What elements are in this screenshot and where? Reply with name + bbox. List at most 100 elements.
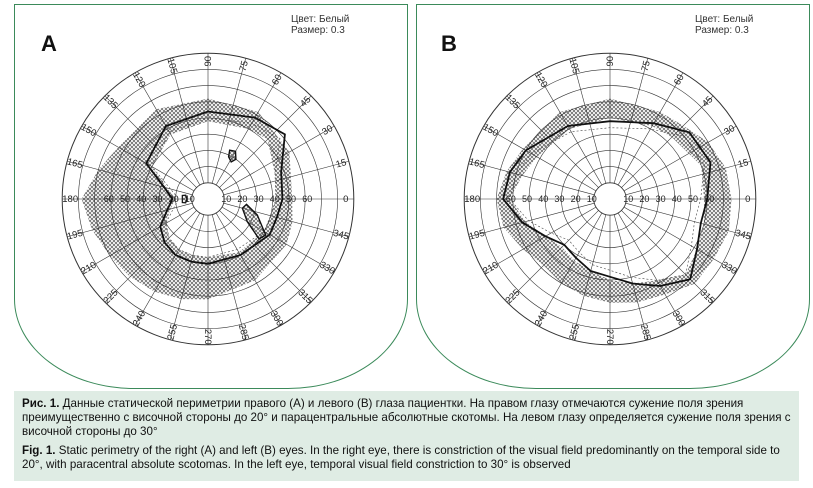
figure-caption: Рис. 1. Данные статической периметрии пр… <box>14 391 799 481</box>
angle-label-0: 0 <box>343 194 348 205</box>
angle-label-105: 105 <box>566 57 581 75</box>
caption-en-label: Fig. 1. <box>22 444 56 457</box>
spoke-60 <box>215 72 282 186</box>
isopter-line <box>502 120 712 287</box>
legend-color: Цвет: Белый <box>695 14 754 25</box>
angle-label-285: 285 <box>236 323 251 341</box>
angle-label-75: 75 <box>639 60 652 73</box>
ring-label-left: 60 <box>104 194 114 204</box>
ring-label-left: 60 <box>506 194 516 204</box>
angle-label-195: 195 <box>468 228 486 243</box>
angle-label-285: 285 <box>638 323 653 341</box>
angle-label-135: 135 <box>503 92 522 111</box>
spoke-195 <box>469 202 595 238</box>
spoke-30 <box>623 125 737 192</box>
spoke-15 <box>625 160 751 196</box>
ring-label-left: 20 <box>169 194 179 204</box>
caption-ru-label: Рис. 1. <box>22 397 60 410</box>
angle-label-330: 330 <box>317 260 336 277</box>
ring-label-left: 40 <box>538 194 548 204</box>
angle-label-195: 195 <box>66 228 84 243</box>
ring-label-left: 20 <box>571 194 581 204</box>
panel-letter: A <box>41 31 57 56</box>
center-disk <box>593 182 627 216</box>
angle-label-120: 120 <box>532 70 549 89</box>
ring-label-right: 20 <box>639 194 649 204</box>
angle-label-300: 300 <box>268 309 285 328</box>
angle-label-120: 120 <box>130 70 147 89</box>
spoke-210 <box>81 206 195 273</box>
ring-label-left: 50 <box>120 194 130 204</box>
spoke-45 <box>219 95 312 188</box>
spoke-30 <box>221 125 335 192</box>
ring-label-right: 60 <box>302 194 312 204</box>
spoke-45 <box>621 95 714 188</box>
spoke-225 <box>104 210 197 303</box>
reference-isopter-line <box>151 117 281 258</box>
angle-label-225: 225 <box>101 287 120 306</box>
ring-label-right: 50 <box>286 194 296 204</box>
ring-label-left: 50 <box>522 194 532 204</box>
spoke-165 <box>469 160 595 196</box>
isopter-line <box>145 110 286 265</box>
spoke-150 <box>81 125 195 192</box>
angle-label-30: 30 <box>722 123 737 138</box>
angle-label-210: 210 <box>79 260 98 277</box>
spoke-150 <box>483 125 597 192</box>
angle-label-330: 330 <box>719 260 738 277</box>
ring-label-right: 40 <box>270 194 280 204</box>
spoke-300 <box>215 212 282 326</box>
ring-label-left: 40 <box>136 194 146 204</box>
spoke-75 <box>613 58 649 184</box>
spoke-345 <box>625 202 751 238</box>
spoke-225 <box>506 210 599 303</box>
angle-label-345: 345 <box>332 228 350 243</box>
spoke-255 <box>571 214 607 340</box>
angle-label-90: 90 <box>203 56 214 67</box>
angle-label-240: 240 <box>533 309 550 328</box>
angle-label-150: 150 <box>79 122 98 139</box>
legend-size: Размер: 0.3 <box>291 25 345 36</box>
spoke-120 <box>536 72 603 186</box>
center-disk <box>191 182 225 216</box>
angle-label-270: 270 <box>202 329 213 345</box>
angle-label-15: 15 <box>737 157 750 170</box>
angle-label-15: 15 <box>335 157 348 170</box>
angle-label-135: 135 <box>101 92 120 111</box>
spoke-300 <box>617 212 684 326</box>
legend: Цвет: Белый Размер: 0.3 <box>291 14 349 36</box>
angle-label-180: 180 <box>464 194 480 205</box>
caption-en-text: Static perimetry of the right (A) and le… <box>22 444 780 471</box>
angle-label-90: 90 <box>605 56 616 67</box>
legend: Цвет: Белый Размер: 0.3 <box>695 14 753 36</box>
ring-label-right: 10 <box>623 194 633 204</box>
spoke-165 <box>67 160 193 196</box>
spoke-210 <box>483 206 597 273</box>
angle-label-0: 0 <box>745 194 750 205</box>
spoke-330 <box>221 206 335 273</box>
angle-label-255: 255 <box>165 323 180 341</box>
angle-label-300: 300 <box>670 309 687 328</box>
spoke-120 <box>134 72 201 186</box>
spoke-255 <box>169 214 205 340</box>
ring-label-right: 30 <box>656 194 666 204</box>
spoke-105 <box>571 58 607 184</box>
angle-label-165: 165 <box>66 156 84 171</box>
spoke-75 <box>211 58 247 184</box>
spoke-240 <box>536 212 603 326</box>
angle-label-165: 165 <box>468 156 486 171</box>
ring-label-right: 40 <box>672 194 682 204</box>
legend-size: Размер: 0.3 <box>695 25 749 36</box>
angle-label-30: 30 <box>320 123 335 138</box>
spoke-105 <box>169 58 205 184</box>
ring-label-right: 60 <box>704 194 714 204</box>
ring-label-left: 10 <box>185 194 195 204</box>
scotoma-3 <box>181 194 188 204</box>
spoke-285 <box>211 214 247 340</box>
ring-label-right: 10 <box>221 194 231 204</box>
spoke-135 <box>104 95 197 188</box>
spoke-330 <box>623 206 737 273</box>
